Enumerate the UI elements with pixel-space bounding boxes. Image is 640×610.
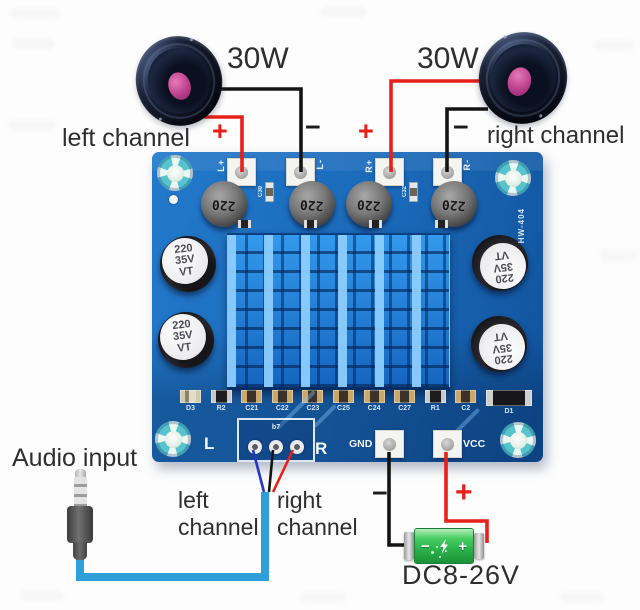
left-minus-sign: − [305,112,321,142]
component-c23: C23 [302,390,324,412]
audio-wire-right-red [271,449,295,493]
audio-input-label: Audio input [12,444,138,472]
vcc-label: VCC [463,438,486,450]
lightning-icon [440,538,448,554]
left-speaker-negative-wire [219,87,303,172]
watermark [10,8,60,19]
watermark [600,250,638,261]
jack-body [67,506,93,543]
component-d3: D3 [180,390,201,412]
vcc-wire-red [444,452,489,543]
mounting-hole [500,422,536,458]
watermark [594,40,634,51]
smd-resistor-row [238,220,448,229]
component-c21: C21 [241,390,263,412]
jack-tip [75,469,86,478]
silkscreen-L: L [204,434,215,453]
component-c27: C27 [394,390,416,412]
component-c24: C24 [363,390,385,412]
component-c2: C2 [455,390,477,412]
watermark [20,590,64,601]
right-speaker-power-label: 30W [417,42,479,75]
watermark [8,120,56,131]
mounting-hole [495,160,531,196]
heatsink [227,233,450,391]
jack-shaft [74,477,87,507]
connector-pin-left [248,440,262,454]
gnd-wire-black [387,452,407,547]
component-c22: C22 [271,390,293,412]
audio-wire-ground-black [267,449,275,493]
capacitor-c30: C30 [258,182,274,202]
watermark [300,592,346,603]
battery-plus: + [458,537,467,555]
battery-positive-cap [474,533,484,559]
left-channel-label: left channel [62,124,190,152]
battery-minus: − [421,537,430,555]
test-point [169,195,178,204]
audio-wire-left-blue [251,449,266,493]
inductor: 220 [346,181,392,227]
component-row: D3 R2 C21 C22 C23 C25 C24 C27 R1 C2 D1 [180,390,532,415]
connector-marking: b7 [271,424,281,431]
battery-negative-cap [404,532,414,560]
battery-body: − + [414,528,474,564]
battery-voltage-label: DC8-26V [402,560,521,590]
left-plus-sign: + [212,116,228,146]
audio-input-connector: b7 [237,418,315,462]
component-r1: R1 [424,390,446,412]
component-r2: R2 [210,390,232,412]
capacitor-c32: C32 [402,182,418,202]
right-minus-sign: − [453,112,469,142]
right-speaker-negative-wire [445,107,488,172]
right-speaker-positive-wire [389,79,482,172]
right-channel-label: right channel [487,122,625,149]
audio-cable-blue [76,492,269,581]
watermark [12,38,54,49]
inductor: 220 [431,181,477,227]
power-plus-sign: + [455,476,473,509]
mounting-hole [155,421,191,457]
component-c25: C25 [332,390,354,412]
left-speaker-positive-wire [204,115,244,172]
left-speaker-power-label: 30W [227,42,289,75]
gnd-label: GND [349,438,373,450]
right-plus-sign: + [358,116,374,146]
inductor: 220 [201,181,247,227]
inductor: 220 [289,181,335,227]
watermark [320,6,366,17]
watermark [560,592,604,603]
jack-strain-relief [73,542,87,560]
power-minus-sign: − [372,478,388,508]
component-d1: D1 [485,390,532,415]
mounting-hole [157,155,193,191]
silkscreen-R: R [315,439,328,458]
battery: − + [404,528,488,564]
